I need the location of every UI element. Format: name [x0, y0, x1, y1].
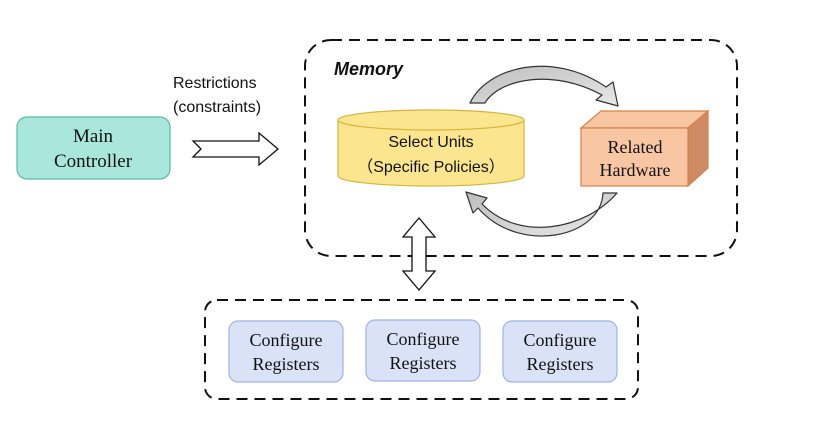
related-hardware-label-line1: Related	[608, 137, 663, 157]
restrictions-label-line2: (constraints)	[173, 99, 261, 116]
configure-registers-box	[228, 320, 344, 383]
main-controller-label-line2: Controller	[54, 151, 133, 172]
select-units-cylinder	[337, 109, 525, 187]
curved-arrow-to-hardware	[469, 65, 619, 107]
configure-registers-label-line2: Registers	[253, 354, 320, 374]
cylinder-body	[337, 120, 525, 187]
select-units-label-line1: Select Units	[388, 134, 473, 151]
memory-container	[304, 39, 738, 257]
select-units-label-line2: （Specific Policies）	[357, 158, 505, 176]
main-controller-label-line1: Main	[73, 126, 114, 147]
related-hardware-label-line2: Hardware	[600, 160, 671, 180]
configure-registers-label-line1: Configure	[387, 329, 460, 349]
cylinder-top	[337, 109, 525, 131]
configure-registers-box	[502, 320, 618, 383]
configure-registers-box	[365, 319, 481, 382]
memory-label: Memory	[334, 59, 404, 79]
registers-container	[204, 299, 639, 400]
configure-registers-label-line2: Registers	[390, 353, 457, 373]
main-controller-box	[16, 116, 171, 180]
restrictions-arrow	[191, 131, 280, 167]
configure-registers-label-line2: Registers	[527, 354, 594, 374]
configure-registers-label-line1: Configure	[250, 330, 323, 350]
restrictions-label-line1: Restrictions	[173, 75, 257, 92]
bidirectional-arrow	[401, 216, 437, 292]
curved-arrow-to-select-units	[465, 191, 618, 237]
configure-registers-label-line1: Configure	[524, 330, 597, 350]
hardware-front-face	[580, 127, 689, 187]
related-hardware-box	[579, 109, 710, 188]
hardware-top-face	[579, 110, 710, 129]
